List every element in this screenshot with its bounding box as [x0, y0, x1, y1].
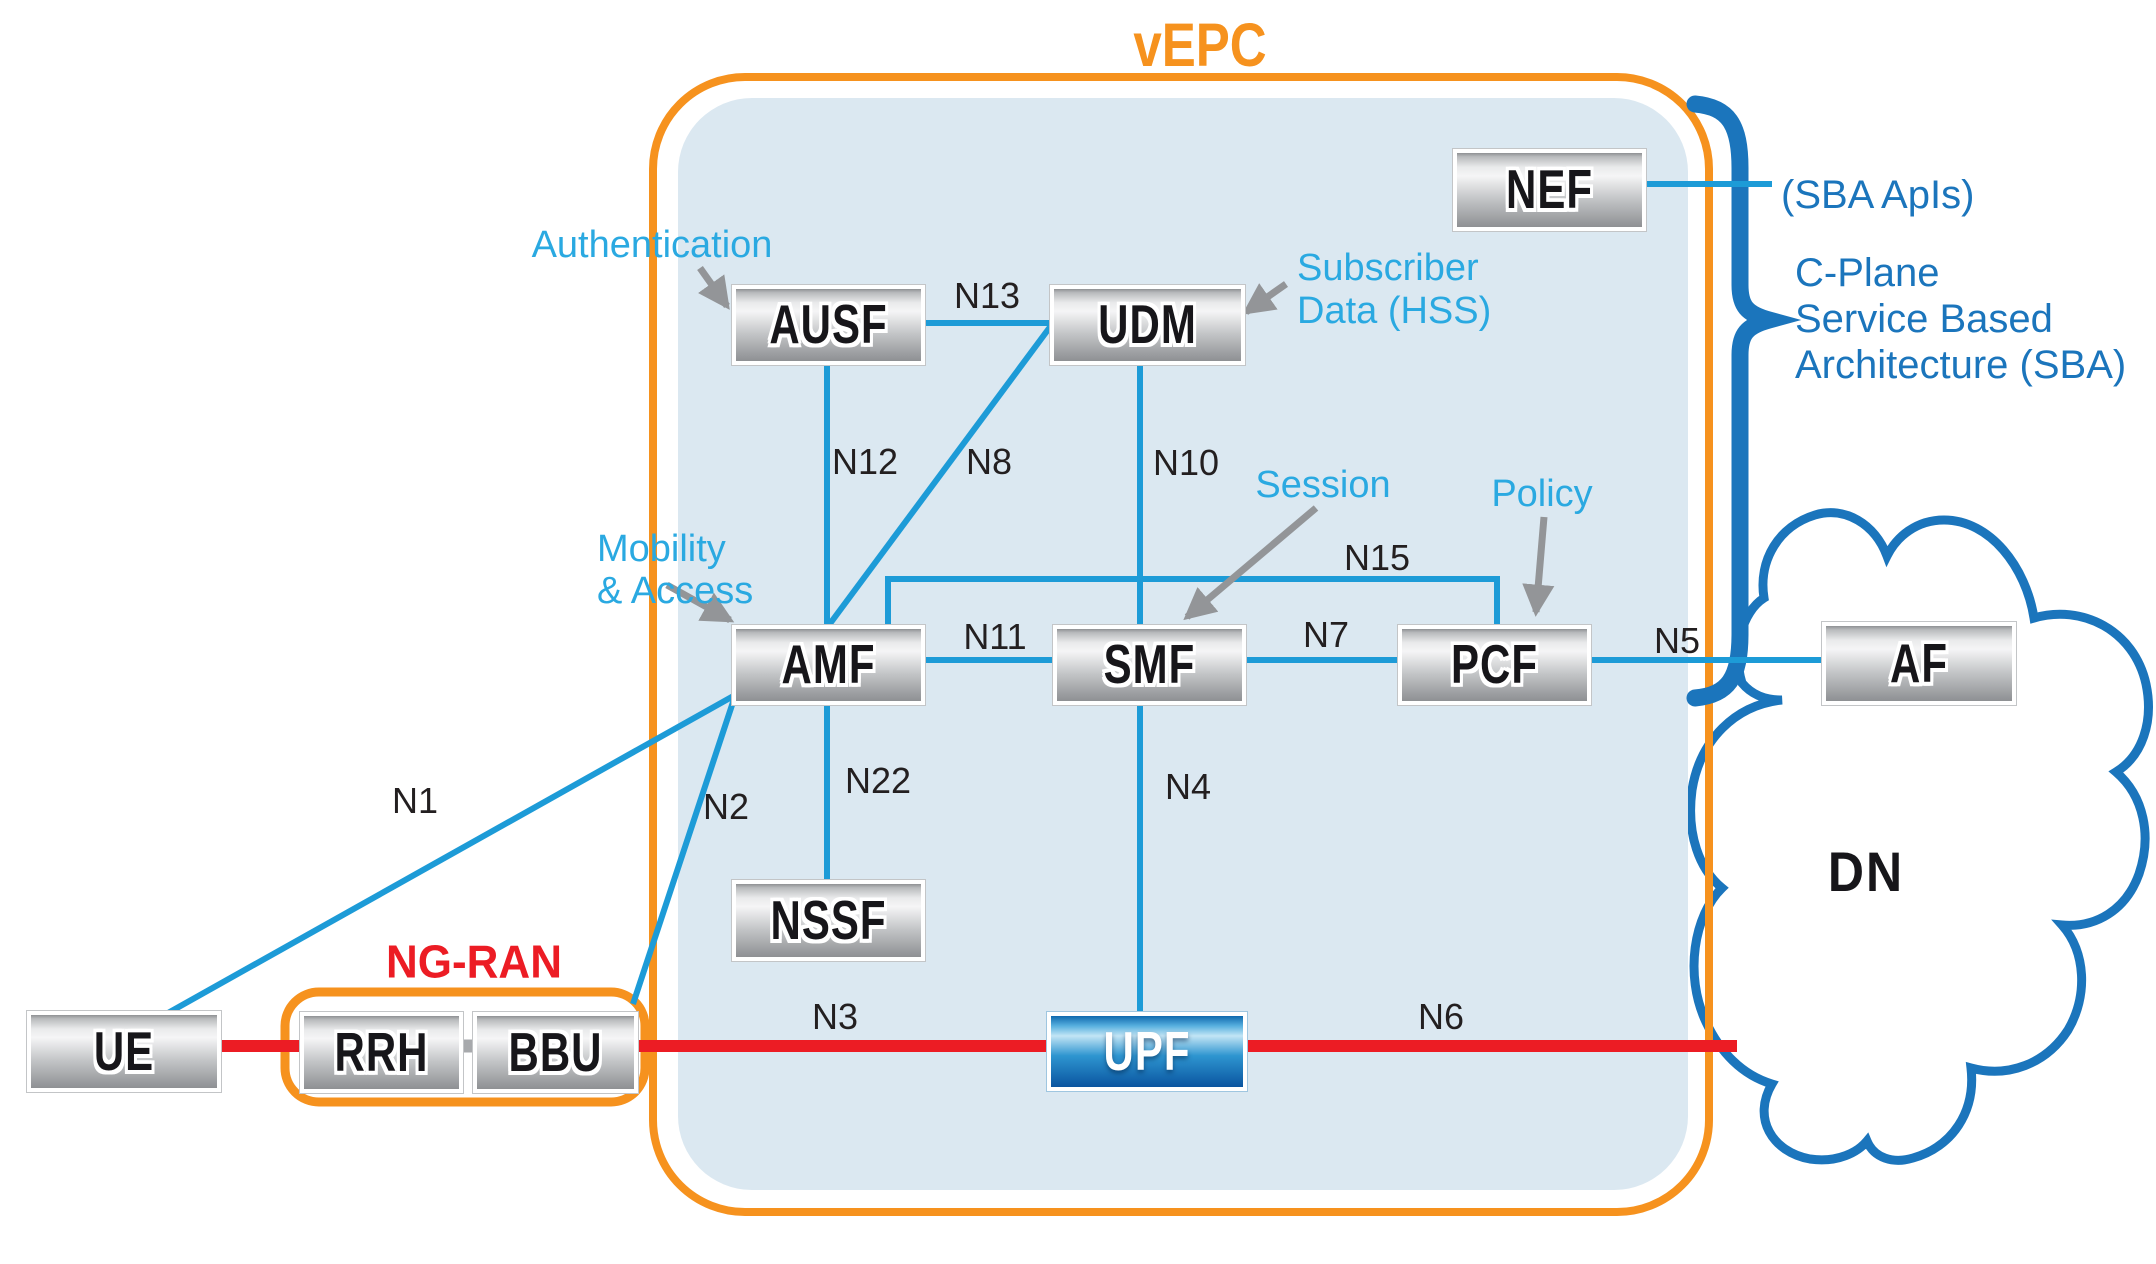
iface-n13: N13: [953, 275, 1021, 316]
vepc-title: vEPC: [1133, 11, 1267, 80]
dn-cloud-shape: [1686, 508, 2153, 1165]
link-n1: [166, 691, 739, 1016]
node-amf: AMF: [732, 625, 925, 705]
sba-apis-label: (SBA ApIs): [1781, 173, 1975, 217]
node-rrh: RRH: [300, 1012, 463, 1093]
policy-label: Policy: [1491, 473, 1593, 515]
iface-n8: N8: [965, 441, 1013, 482]
cplane-label-line1: C-Plane: [1795, 251, 1940, 295]
control-plane-links: [166, 181, 1824, 1016]
iface-n10: N10: [1152, 442, 1220, 483]
iface-n4: N4: [1164, 766, 1212, 807]
subscriber-label-line2: Data (HSS): [1297, 290, 1492, 332]
vepc-border: [649, 73, 1713, 1216]
ngran-title: NG-RAN: [386, 936, 562, 989]
node-ue: UE: [27, 1011, 221, 1092]
node-ausf: AUSF: [732, 285, 925, 365]
annotation-arrows: [665, 265, 1555, 624]
iface-n3: N3: [811, 996, 859, 1037]
sba-brace: [1686, 95, 1802, 707]
mobility-label-line2: & Access: [597, 570, 754, 612]
mobility-arrow: [665, 581, 735, 624]
node-pcf: PCF: [1398, 625, 1591, 705]
node-nef: NEF: [1453, 149, 1646, 231]
iface-n2: N2: [702, 786, 750, 827]
iface-n11: N11: [963, 616, 1027, 657]
iface-n15: N15: [1343, 537, 1411, 578]
link-n2: [630, 695, 738, 1005]
node-bbu: BBU: [473, 1012, 638, 1093]
subscriber-label-line1: Subscriber: [1297, 247, 1479, 289]
iface-n12: N12: [831, 441, 899, 482]
session-arrow: [1183, 505, 1319, 621]
node-af: AF: [1822, 622, 2016, 705]
iface-n6: N6: [1417, 996, 1465, 1037]
cplane-label-line3: Architecture (SBA): [1795, 343, 2127, 387]
policy-arrow: [1522, 516, 1555, 617]
authentication-label: Authentication: [531, 224, 773, 266]
dn-label: DN: [1827, 840, 1905, 904]
session-label: Session: [1255, 464, 1391, 506]
cplane-label-line2: Service Based: [1795, 297, 2053, 341]
authentication-arrow: [697, 265, 730, 310]
node-nssf: NSSF: [732, 880, 925, 961]
node-smf: SMF: [1053, 625, 1246, 705]
mobility-label-line1: Mobility: [597, 528, 726, 570]
link-n15: [885, 576, 1500, 627]
iface-n1: N1: [391, 780, 439, 821]
node-udm: UDM: [1050, 285, 1245, 365]
iface-n22: N22: [844, 760, 912, 801]
subscriber-arrow: [1242, 281, 1289, 315]
iface-n7: N7: [1302, 614, 1350, 655]
iface-n5: N5: [1653, 620, 1701, 661]
link-n8: [826, 325, 1053, 627]
node-upf: UPF: [1047, 1012, 1247, 1091]
